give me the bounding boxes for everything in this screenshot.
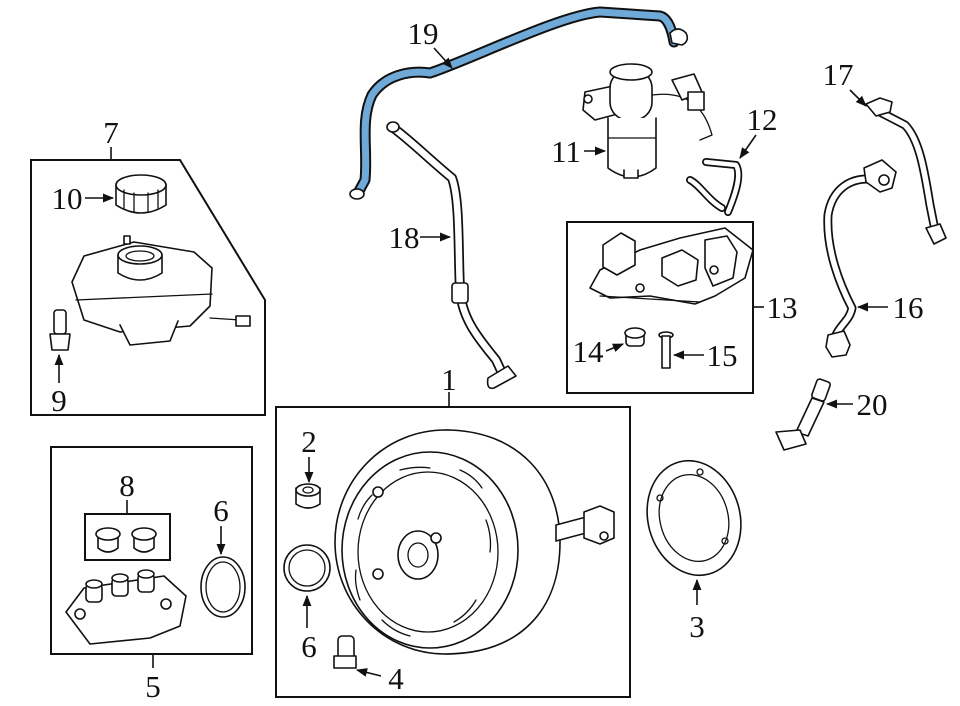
callout-3: 3 — [689, 609, 705, 644]
callout-5: 5 — [145, 669, 161, 704]
callout-20: 20 — [857, 387, 888, 422]
vacuum-hose-18[interactable] — [386, 121, 517, 390]
bracket-13[interactable] — [589, 227, 754, 305]
callout-9: 9 — [51, 383, 67, 418]
grommet-2[interactable] — [295, 483, 321, 509]
brake-booster-1[interactable] — [334, 429, 615, 655]
stud-15[interactable] — [658, 331, 674, 369]
callout-11: 11 — [551, 134, 581, 169]
reservoir-group-box — [30, 159, 266, 416]
vacuum-line-17[interactable] — [865, 97, 947, 245]
o-ring-6-right[interactable] — [283, 544, 331, 592]
master-cylinder-group-box — [50, 446, 253, 655]
callout-2: 2 — [301, 424, 317, 459]
callout-1: 1 — [441, 362, 457, 397]
callout-14: 14 — [573, 334, 605, 369]
o-ring-6-left[interactable] — [200, 556, 246, 618]
callout-6-right: 6 — [301, 629, 317, 664]
callout-8: 8 — [119, 468, 135, 503]
seal-kit-8[interactable] — [95, 527, 157, 553]
vacuum-line-16[interactable] — [823, 159, 897, 358]
sensor-20[interactable] — [775, 378, 831, 451]
callout-6-left: 6 — [213, 493, 229, 528]
callout-7: 7 — [103, 115, 119, 150]
reservoir-7[interactable] — [71, 235, 251, 346]
callout-10: 10 — [52, 181, 83, 216]
gasket-3[interactable] — [635, 450, 754, 586]
callout-4: 4 — [388, 661, 404, 696]
sensor-4[interactable] — [333, 635, 357, 669]
nut-14[interactable] — [624, 327, 646, 347]
connector-9[interactable] — [49, 309, 71, 351]
booster-group-box — [275, 406, 631, 698]
hose-12[interactable] — [686, 158, 743, 216]
callout-12: 12 — [747, 102, 778, 137]
master-cylinder-5[interactable] — [65, 569, 187, 645]
callout-labels: 1 2 3 4 5 6 6 7 8 9 10 11 12 13 14 15 16… — [51, 16, 923, 704]
leader-lines — [54, 47, 888, 677]
callout-18: 18 — [389, 220, 420, 255]
callout-15: 15 — [707, 338, 738, 373]
callout-16: 16 — [893, 290, 924, 325]
vacuum-pump-11[interactable] — [582, 63, 713, 179]
callout-13: 13 — [767, 290, 798, 325]
callout-19: 19 — [408, 16, 439, 51]
callout-17: 17 — [823, 57, 854, 92]
vacuum-hose-19[interactable] — [349, 6, 689, 200]
reservoir-cap-10[interactable] — [115, 174, 167, 214]
